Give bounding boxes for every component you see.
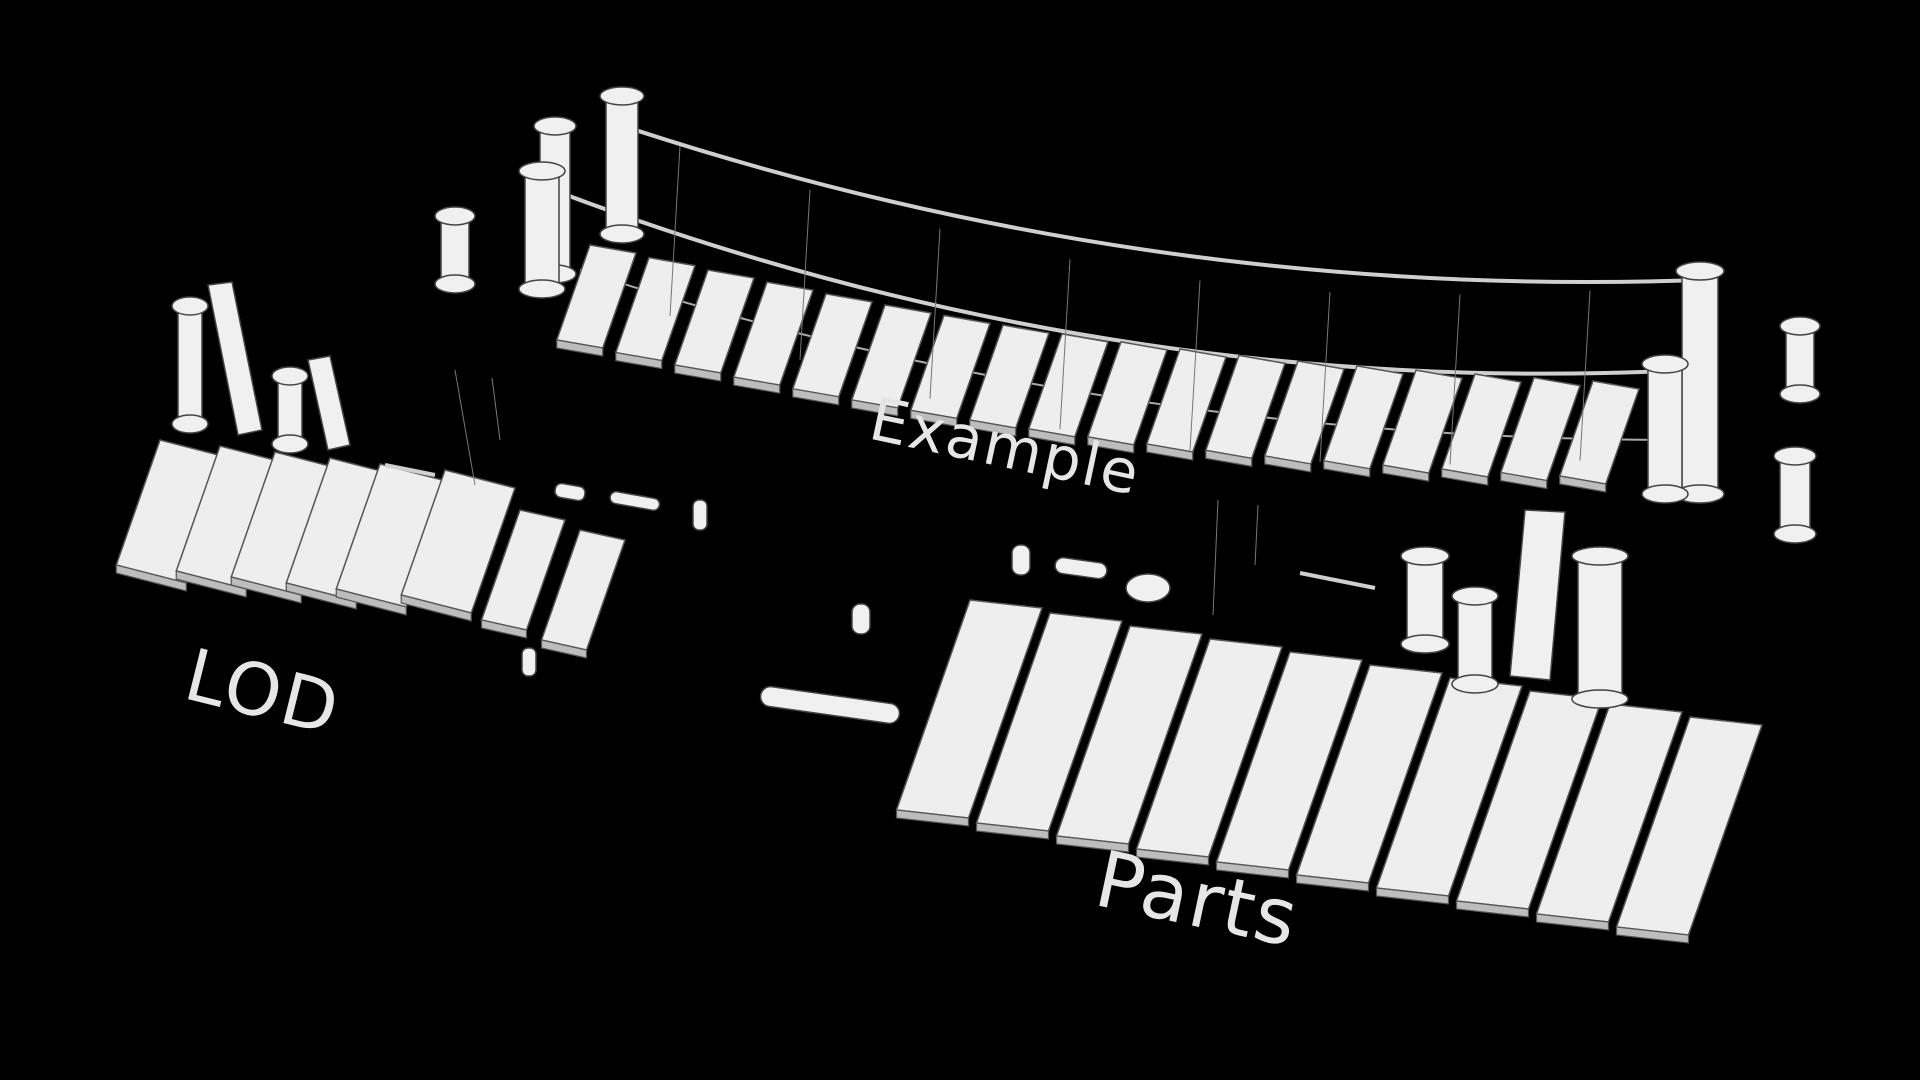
bridge-plank-edge bbox=[969, 419, 1017, 437]
bridge-post-base bbox=[599, 224, 645, 244]
bridge-post-base bbox=[518, 279, 566, 299]
lod-post-cap bbox=[171, 296, 209, 316]
parts-ring bbox=[1125, 573, 1171, 603]
parts-post-base bbox=[1571, 689, 1629, 709]
bridge-plank-edge bbox=[615, 351, 663, 370]
lod-plank-edge bbox=[335, 588, 407, 616]
lod-parts-group bbox=[115, 281, 708, 677]
parts-plank-edge bbox=[1055, 835, 1130, 853]
bridge-post-cap bbox=[434, 206, 476, 226]
parts-plank-edge bbox=[1455, 900, 1530, 918]
lod-plank-edge bbox=[285, 582, 357, 610]
bridge-post bbox=[605, 89, 639, 241]
bridge-plank-edge bbox=[910, 409, 958, 428]
bridge-plank-edge bbox=[1559, 475, 1607, 493]
lod-ring bbox=[609, 490, 661, 512]
bridge-plank-edge bbox=[556, 339, 604, 357]
parts-ring bbox=[1011, 544, 1031, 576]
parts-plank-edge bbox=[975, 822, 1050, 840]
lod-ring bbox=[554, 482, 586, 502]
bridge-plank-edge bbox=[674, 364, 722, 382]
bridge-plank-edge bbox=[1028, 428, 1076, 446]
lod-ring bbox=[692, 499, 708, 531]
hanger-wire bbox=[1579, 290, 1591, 461]
bridge-post-cap bbox=[518, 161, 566, 181]
lod-rope-piece bbox=[491, 377, 501, 441]
parts-ring bbox=[1054, 556, 1108, 580]
parts-rope-segment bbox=[1299, 571, 1376, 590]
hanger-wire bbox=[1059, 259, 1071, 430]
lod-rope-segment bbox=[384, 463, 436, 477]
parts-plank-edge bbox=[1615, 926, 1690, 944]
parts-plank-edge bbox=[1135, 848, 1210, 866]
top-rope-front bbox=[539, 183, 1691, 376]
parts-post-cap bbox=[1451, 586, 1499, 606]
top-rope-back bbox=[619, 123, 1701, 285]
bridge-post-cap bbox=[1773, 446, 1817, 466]
bridge-plank-edge bbox=[1146, 443, 1194, 461]
bridge-post bbox=[1681, 264, 1719, 501]
bridge-plank-edge bbox=[1500, 471, 1548, 490]
parts-plank-edge bbox=[1535, 913, 1610, 931]
lod-post-plain bbox=[207, 281, 263, 436]
bridge-post-base bbox=[1779, 384, 1821, 404]
parts-post bbox=[1577, 549, 1623, 706]
bridge-plank-edge bbox=[1087, 436, 1135, 454]
hanger-wire bbox=[1189, 280, 1201, 451]
hanger-wire bbox=[799, 189, 811, 360]
parts-kit-group bbox=[759, 499, 1764, 944]
bridge-plank-edge bbox=[1205, 449, 1253, 468]
parts-plank-edge bbox=[1295, 874, 1370, 892]
parts-ring bbox=[851, 603, 871, 635]
parts-plank-edge bbox=[1215, 861, 1290, 879]
parts-post-plain bbox=[1509, 509, 1566, 681]
lod-plank-edge bbox=[115, 564, 187, 592]
hanger-wire bbox=[929, 228, 941, 399]
lod-post-plain bbox=[307, 355, 351, 451]
bridge-post-cap bbox=[533, 116, 577, 136]
lod-plank-edge bbox=[175, 570, 247, 598]
parts-post-cap bbox=[1571, 546, 1629, 566]
parts-post-cap bbox=[1400, 546, 1450, 566]
lod-plank-edge bbox=[230, 576, 302, 604]
lod-rope-piece bbox=[454, 369, 476, 486]
parts-rope-piece bbox=[1254, 504, 1259, 566]
lod-broken-plank-edge bbox=[540, 639, 588, 659]
lod-post-base bbox=[171, 414, 209, 434]
bridge-post-base bbox=[1641, 484, 1689, 504]
parts-post-base bbox=[1451, 674, 1499, 694]
parts-plank-edge bbox=[895, 809, 970, 827]
bridge-post-cap bbox=[1641, 354, 1689, 374]
parts-rope-piece bbox=[1212, 499, 1219, 616]
example-bridge-model bbox=[434, 86, 1821, 544]
bridge-plank-edge bbox=[851, 399, 899, 417]
hanger-wire bbox=[1319, 291, 1331, 462]
bridge-plank-edge bbox=[1264, 455, 1312, 473]
lod-post bbox=[177, 299, 203, 431]
bridge-plank-edge bbox=[792, 388, 840, 406]
bridge-post-cap bbox=[1675, 261, 1725, 281]
lod-plank-edge bbox=[400, 594, 472, 622]
bridge-post-cap bbox=[1779, 316, 1821, 336]
lod-ring bbox=[521, 647, 537, 677]
bridge-post bbox=[524, 164, 560, 296]
bridge-post bbox=[1647, 357, 1683, 501]
bridge-post-cap bbox=[599, 86, 645, 106]
hanger-wire bbox=[669, 146, 681, 317]
lod-post-base bbox=[271, 434, 309, 454]
lod-broken-plank-edge bbox=[480, 619, 528, 639]
parts-rope-end bbox=[759, 685, 901, 725]
bridge-plank-edge bbox=[1382, 464, 1430, 482]
bridge-plank-edge bbox=[1441, 468, 1489, 486]
parts-plank-edge bbox=[1375, 887, 1450, 905]
bridge-post-base bbox=[1773, 524, 1817, 544]
hanger-wire bbox=[1449, 294, 1461, 465]
parts-post-base bbox=[1400, 634, 1450, 654]
lod-post-cap bbox=[271, 366, 309, 386]
bridge-post-base bbox=[434, 274, 476, 294]
bridge-plank-edge bbox=[1323, 460, 1371, 478]
bridge-plank-edge bbox=[733, 376, 781, 394]
